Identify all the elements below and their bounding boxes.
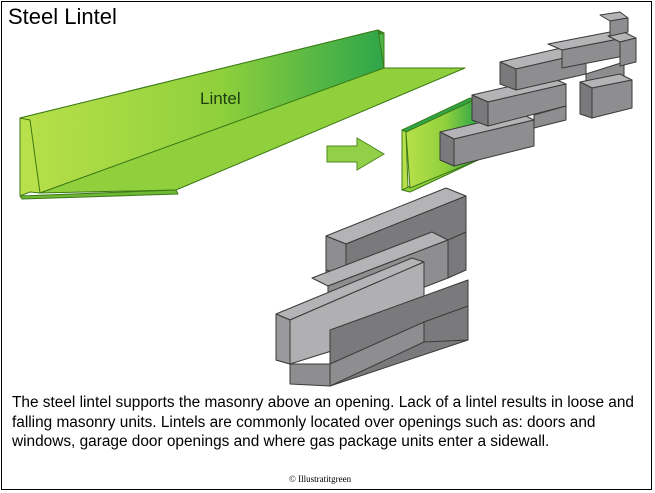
lintel-label: Lintel <box>200 89 241 108</box>
arrow-icon <box>326 137 385 171</box>
fallen-masonry <box>275 187 469 387</box>
steel-angle-lintel <box>19 29 466 200</box>
credit-text: © Illustratitgreen <box>289 474 352 484</box>
figure-title: Steel Lintel <box>8 4 117 29</box>
caption-text: The steel lintel supports the masonry ab… <box>12 394 634 451</box>
masonry-wall <box>439 11 637 167</box>
